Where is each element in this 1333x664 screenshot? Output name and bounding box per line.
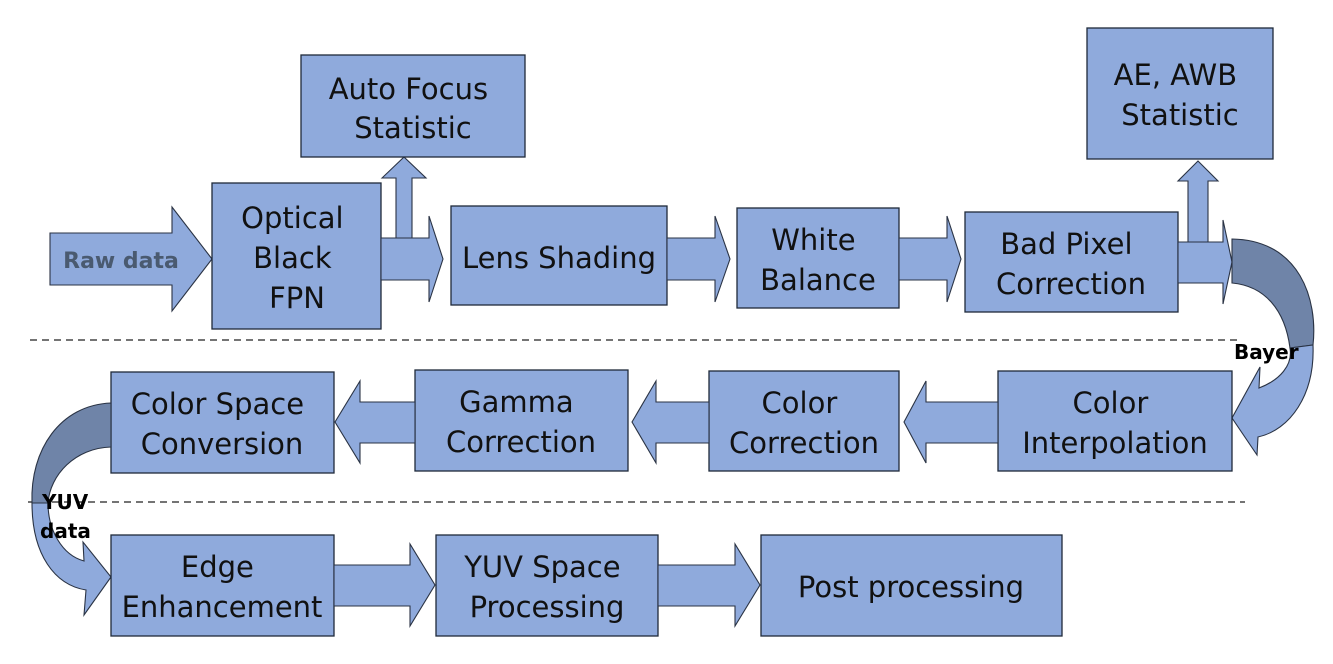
- stage-color-interpolation: [997, 370, 1233, 472]
- arrow-edge-to-yuv-space: [333, 542, 436, 628]
- arrow-white-balance-to-bad-pixel: [898, 215, 962, 303]
- stage-optical-black: [211, 182, 382, 330]
- yuv-curved-arrow-lower: [31, 502, 112, 617]
- stat-auto-focus: [300, 54, 526, 158]
- arrow-optical-to-lens: [380, 215, 444, 303]
- stage-gamma-correction-label: Gamma Correction: [446, 385, 596, 459]
- arrow-lens-to-white-balance: [666, 215, 731, 303]
- stat-auto-focus-label: Auto Focus Statistic: [329, 72, 498, 145]
- stage-optical-black-label: Optical Black FPN: [241, 201, 353, 315]
- arrow-bad-pixel-out: [1177, 219, 1233, 305]
- arrow-interpolation-to-color-correction: [903, 380, 999, 464]
- bayer-curved-arrow-upper: [1231, 238, 1315, 349]
- stage-color-interpolation-label: Color Interpolation: [1022, 386, 1208, 460]
- stage-yuv-space-processing: [435, 534, 659, 637]
- stage-post-processing-label: Post processing: [798, 570, 1024, 604]
- stage-bad-pixel-label: Bad Pixel Correction: [996, 227, 1146, 301]
- auto-focus-up-arrow: [380, 156, 428, 241]
- stat-ae-awb-label: AE, AWB Statistic: [1114, 58, 1247, 132]
- stage-color-space-conversion: [110, 371, 335, 474]
- yuv-data-label: YUV data: [40, 490, 95, 543]
- stage-lens-shading-label: Lens Shading: [462, 241, 656, 275]
- stage-color-correction: [708, 370, 900, 472]
- arrow-yuv-to-post-processing: [657, 542, 761, 628]
- arrow-gamma-to-color-space: [334, 379, 416, 465]
- stat-ae-awb: [1086, 27, 1274, 160]
- stage-color-space-conversion-label: Color Space Conversion: [131, 387, 314, 461]
- bayer-curved-arrow-lower: [1231, 344, 1314, 457]
- ae-awb-up-arrow: [1176, 160, 1220, 243]
- stage-white-balance-label: White Balance: [760, 223, 876, 297]
- stage-color-correction-label: Color Correction: [729, 386, 879, 460]
- yuv-curved-arrow-upper: [31, 402, 112, 504]
- arrow-color-correction-to-gamma: [631, 378, 710, 466]
- bayer-label: Bayer: [1234, 340, 1299, 364]
- stage-yuv-space-processing-label: YUV Space Processing: [463, 550, 630, 624]
- stage-edge-enhancement: [110, 534, 335, 637]
- raw-data-label: Raw data: [63, 249, 179, 274]
- raw-data-input-arrow: [49, 205, 213, 313]
- stage-lens-shading: [450, 205, 668, 306]
- stage-post-processing: [760, 534, 1063, 637]
- stage-edge-enhancement-label: Edge Enhancement: [122, 550, 323, 624]
